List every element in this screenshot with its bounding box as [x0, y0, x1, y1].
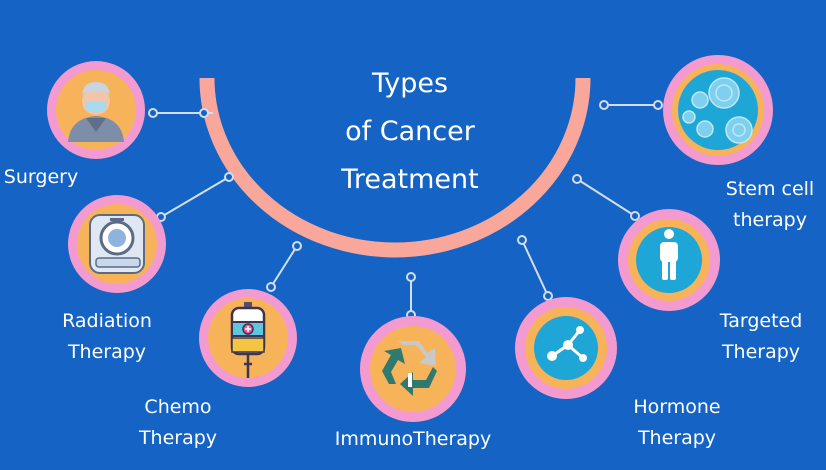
- label-hormone-line-2: Therapy: [637, 427, 717, 449]
- node-surgery: [47, 61, 145, 159]
- label-chemo-line-1: Chemo: [144, 396, 212, 418]
- label-stemcell-line-2: therapy: [733, 209, 807, 231]
- molecule-icon: [547, 326, 587, 362]
- label-stemcell-line-1: Stem cell: [725, 178, 815, 200]
- node-chemo: [199, 289, 297, 387]
- label-targeted: Targeted Therapy: [706, 306, 816, 368]
- node-hormone: [515, 297, 617, 399]
- label-surgery-line-1: Surgery: [3, 166, 79, 188]
- node-immuno: [360, 316, 466, 422]
- mri-scanner-icon: [89, 214, 145, 274]
- person-icon: [660, 229, 678, 280]
- label-radiation: Radiation Therapy: [52, 306, 162, 368]
- label-hormone-line-1: Hormone: [633, 396, 721, 418]
- surgeon-icon: [68, 82, 124, 142]
- connector-radiation: [160, 176, 230, 218]
- iv-bag-icon: [230, 302, 266, 378]
- label-immuno: ImmunoTherapy: [316, 424, 510, 455]
- diagram-title-line-2: of Cancer: [345, 116, 475, 147]
- connector-chemo: [270, 245, 298, 288]
- node-targeted: [618, 209, 720, 311]
- connector-targeted: [576, 178, 636, 217]
- cells-icon: [682, 77, 753, 144]
- diagram-title-line-1: Types: [371, 68, 449, 99]
- central-arc: [199, 77, 591, 258]
- connector-hormone: [521, 239, 549, 297]
- diagram-title-line-3: Treatment: [341, 164, 479, 195]
- node-stemcell: [663, 55, 773, 165]
- node-radiation: [68, 195, 166, 293]
- label-radiation-line-1: Radiation: [62, 310, 152, 332]
- label-radiation-line-2: Therapy: [67, 341, 147, 363]
- connectors: [148, 100, 663, 320]
- recycle-arrows-icon: [382, 341, 437, 396]
- label-chemo: Chemo Therapy: [126, 392, 230, 454]
- label-chemo-line-2: Therapy: [138, 427, 218, 449]
- label-stemcell: Stem cell therapy: [715, 174, 825, 236]
- label-hormone: Hormone Therapy: [622, 392, 732, 454]
- label-targeted-line-2: Therapy: [721, 341, 801, 363]
- label-targeted-line-1: Targeted: [719, 310, 803, 332]
- label-surgery: Surgery: [0, 162, 82, 193]
- label-immuno-line-1: ImmunoTherapy: [334, 428, 492, 450]
